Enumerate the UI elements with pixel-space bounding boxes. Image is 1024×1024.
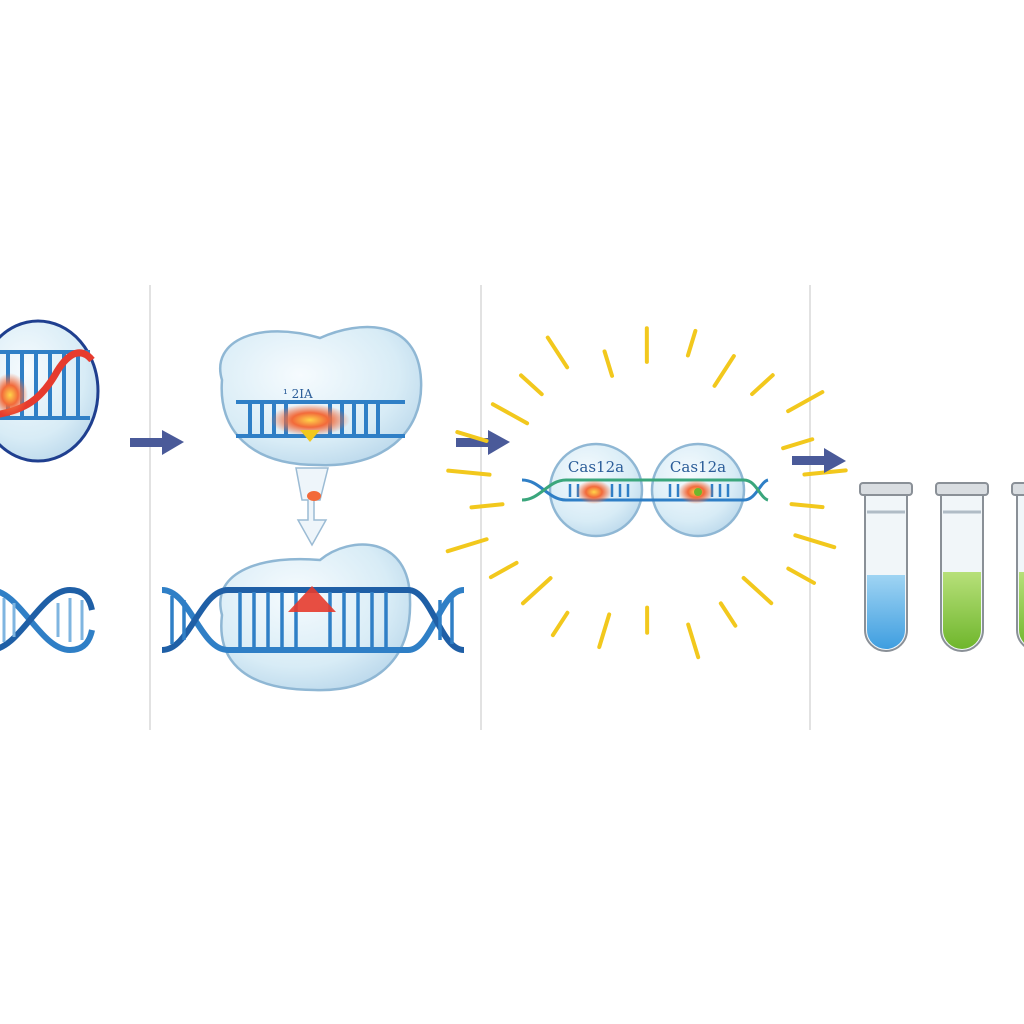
flash-ray [520, 576, 553, 606]
cut-marker [300, 430, 320, 442]
flash-ray [781, 437, 815, 451]
flash-ray [712, 354, 736, 388]
flash-ray [446, 468, 492, 477]
flash-ray [545, 335, 570, 370]
arrow-right-icon [792, 448, 846, 473]
flash-ray [445, 537, 489, 554]
arrow-down-icon [295, 467, 329, 547]
cas12a-label-right: Cas12a [670, 458, 726, 476]
flash-ray [789, 502, 825, 510]
flash-ray [488, 560, 519, 580]
flash-ray [550, 610, 570, 638]
dna-helix-icon [161, 587, 465, 653]
flash-ray [519, 373, 544, 397]
flash-ray [802, 468, 848, 477]
flash-ray [490, 402, 530, 426]
test-tube-icon [859, 482, 913, 652]
reporter-dna-strand [521, 478, 769, 502]
test-tube-icon [935, 482, 989, 652]
panel-1 [0, 319, 100, 654]
flash-ray [685, 328, 698, 358]
cut-site-marker [288, 586, 336, 612]
panel-4 [859, 482, 1024, 652]
flash-ray [718, 601, 738, 628]
panel-3: Cas12a Cas12a [445, 326, 848, 660]
flash-ray [686, 622, 701, 660]
panel-2: ¹ 2IA [161, 325, 465, 692]
dna-helix-icon [0, 586, 95, 654]
cleavage-glow-left [576, 480, 612, 504]
arrow-right-icon [456, 430, 510, 455]
flash-ray [750, 373, 775, 397]
flash-ray [741, 575, 774, 606]
flash-ray [793, 533, 837, 550]
cas-protein-bubble-bottom [219, 543, 412, 692]
fluorescence-flash [445, 326, 848, 660]
reporter-dot [694, 488, 702, 496]
cut-site-glow [270, 404, 350, 436]
flash-ray [786, 566, 816, 585]
flash-ray [786, 390, 825, 414]
flash-ray [602, 349, 615, 378]
cas-protein-bubble-top [219, 325, 423, 467]
flash-ray [469, 502, 505, 510]
flash-ray [455, 430, 489, 443]
protein-label: ¹ 2IA [283, 387, 313, 401]
arrow-right-icon [130, 430, 184, 455]
cut-site-glow [0, 373, 28, 417]
cas12a-label-left: Cas12a [568, 458, 624, 476]
test-tube-icon [1011, 482, 1024, 647]
flash-ray [597, 612, 612, 650]
